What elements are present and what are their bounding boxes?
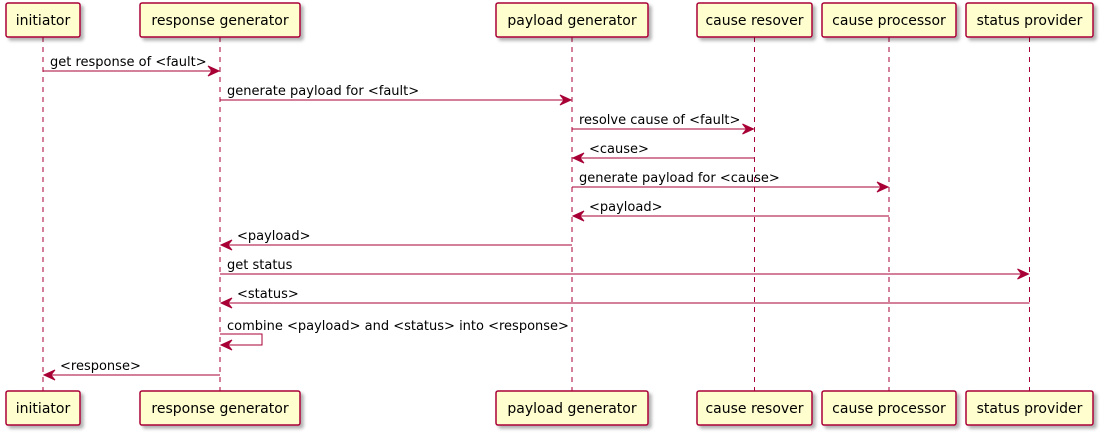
- participant-label: response generator: [151, 401, 288, 417]
- arrowhead: [219, 297, 233, 309]
- participant-label: cause processor: [832, 13, 946, 29]
- participant-initiator-bottom: initiator: [5, 390, 81, 426]
- participant-box-rect: [965, 390, 1094, 426]
- participant-cause-processor-bottom: cause processor: [821, 390, 957, 426]
- arrowhead: [571, 152, 585, 164]
- participant-status-provider-top: status provider: [965, 2, 1094, 38]
- participants-bottom: initiator response generator payload gener…: [5, 390, 1094, 426]
- message-label: generate payload for <fault>: [227, 84, 419, 99]
- message-8: get status: [220, 258, 1030, 280]
- participant-payload-generator-top: payload generator: [495, 2, 649, 38]
- participant-label: initiator: [16, 13, 71, 29]
- arrowhead: [42, 369, 56, 381]
- participant-box-rect: [821, 390, 957, 426]
- message-1: get response of <fault>: [43, 55, 221, 77]
- message-3: resolve cause of <fault>: [572, 113, 755, 135]
- participant-cause-resover-bottom: cause resover: [696, 390, 813, 426]
- participant-label: payload generator: [507, 401, 636, 417]
- participant-label: cause resover: [705, 401, 803, 417]
- participant-label: response generator: [151, 13, 288, 29]
- arrowhead: [219, 339, 233, 351]
- participant-payload-generator-bottom: payload generator: [495, 390, 649, 426]
- message-7: <payload>: [219, 229, 572, 251]
- message-9: <status>: [219, 287, 1030, 309]
- arrowhead: [876, 181, 890, 193]
- participant-response-generator-top: response generator: [139, 2, 301, 38]
- messages: get response of <fault> generate payload …: [42, 55, 1030, 381]
- message-label: get response of <fault>: [50, 55, 207, 70]
- participant-box-rect: [821, 2, 957, 38]
- participant-box-rect: [139, 390, 301, 426]
- message-label: <cause>: [589, 142, 649, 157]
- arrowhead: [207, 65, 221, 77]
- arrowhead: [742, 123, 755, 135]
- participant-box-rect: [495, 2, 649, 38]
- participant-box-rect: [5, 390, 81, 426]
- participant-box-rect: [139, 2, 301, 38]
- message-label: combine <payload> and <status> into <res…: [227, 319, 569, 334]
- self-message-line: [220, 333, 263, 346]
- message-label: <response>: [60, 359, 141, 374]
- participant-response-generator-bottom: response generator: [139, 390, 301, 426]
- message-6: <payload>: [571, 200, 889, 222]
- participant-box-rect: [495, 390, 649, 426]
- message-label: <status>: [237, 287, 299, 302]
- lifelines: [42, 37, 1030, 391]
- participant-label: payload generator: [507, 13, 636, 29]
- arrowhead: [559, 94, 573, 106]
- participant-label: status provider: [977, 401, 1083, 417]
- message-5: generate payload for <cause>: [572, 171, 890, 193]
- participant-box-rect: [965, 2, 1094, 38]
- message-label: <payload>: [589, 200, 662, 215]
- participant-cause-resover-top: cause resover: [696, 2, 813, 38]
- message-label: generate payload for <cause>: [579, 171, 780, 186]
- arrowhead: [1017, 268, 1030, 280]
- message-label: get status: [227, 258, 293, 273]
- message-label: resolve cause of <fault>: [579, 113, 740, 128]
- participant-box-rect: [696, 390, 813, 426]
- message-4: <cause>: [571, 142, 755, 164]
- participant-box-rect: [5, 2, 81, 38]
- participant-label: cause resover: [705, 13, 803, 29]
- participant-cause-processor-top: cause processor: [821, 2, 957, 38]
- message-10: combine <payload> and <status> into <res…: [219, 319, 569, 351]
- message-2: generate payload for <fault>: [220, 84, 573, 106]
- participants-top: initiator response generator payload gener…: [5, 2, 1094, 38]
- participant-label: cause processor: [832, 401, 946, 417]
- participant-initiator-top: initiator: [5, 2, 81, 38]
- participant-label: status provider: [977, 13, 1083, 29]
- arrowhead: [571, 210, 585, 222]
- message-11: <response>: [42, 359, 220, 381]
- message-label: <payload>: [237, 229, 310, 244]
- participant-label: initiator: [16, 401, 71, 417]
- arrowhead: [219, 239, 233, 251]
- participant-status-provider-bottom: status provider: [965, 390, 1094, 426]
- participant-box-rect: [696, 2, 813, 38]
